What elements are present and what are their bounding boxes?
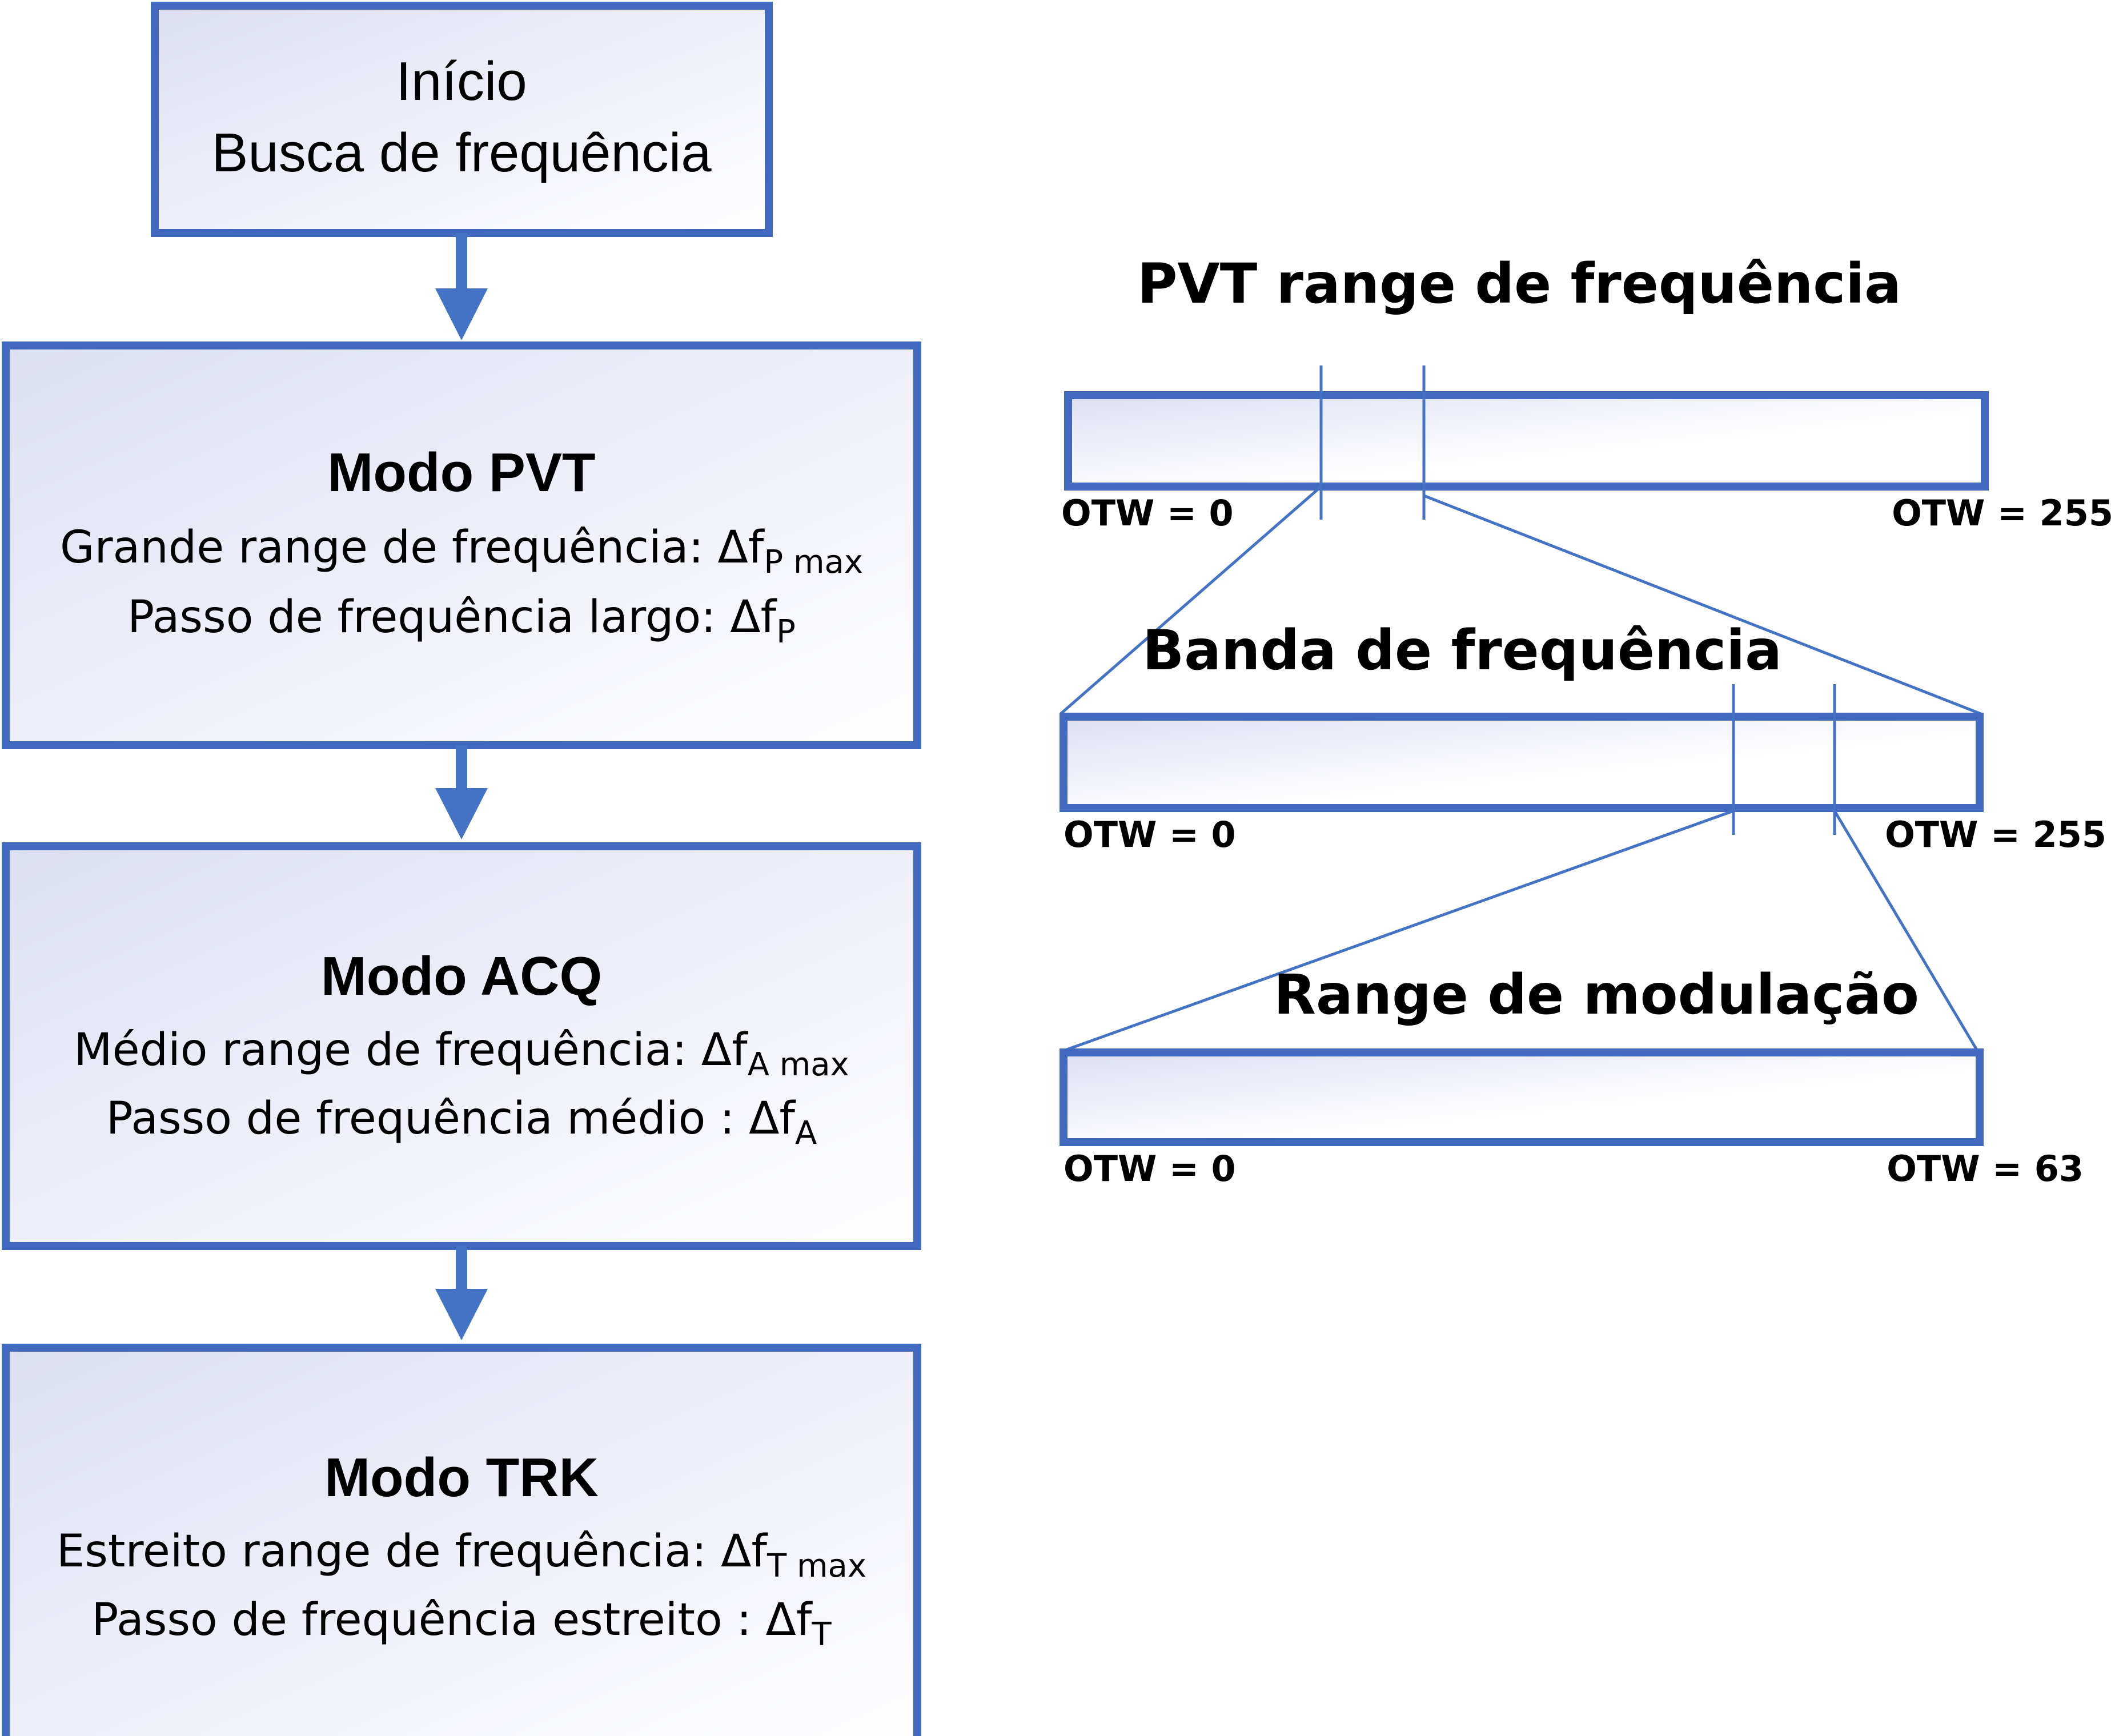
pvt-otw-min-label: OTW = 0 [1061,492,1234,534]
band-otw-min-label: OTW = 0 [1063,814,1236,855]
zoom-lines-pvt-to-band [1060,485,1981,716]
arrow-acq-to-trk [435,1246,488,1340]
pvt-mode-title: Modo PVT [327,442,595,503]
acq-step-line: Passo de frequência médio : ΔfA [106,1093,817,1152]
acq-range-line: Médio range de frequência: ΔfA max [74,1024,849,1083]
pvt-range-title: PVT range de frequência [1137,252,1901,316]
trk-mode-box: Modo TRK Estreito range de frequência: Δ… [2,1344,921,1736]
start-box-line2: Busca de frequência [211,122,712,183]
modulation-bar [1060,1048,1984,1146]
modulation-section: Range de modulação OTW = 0 OTW = 63 [1060,963,2084,1190]
zoom-lines-band-to-mod [1063,809,1979,1052]
trk-range-line: Estreito range de frequência: ΔfT max [57,1526,866,1585]
mod-otw-max-label: OTW = 63 [1887,1148,2084,1190]
trk-step-line: Passo de frequência estreito : ΔfT [91,1594,832,1653]
pvt-range-line: Grande range de frequência: ΔfP max [60,522,863,581]
band-bar [1060,713,1984,812]
band-otw-max-label: OTW = 255 [1885,814,2106,855]
pvt-step-line: Passo de frequência largo: ΔfP [127,592,796,650]
start-box: Início Busca de frequência [151,2,773,237]
acq-mode-title: Modo ACQ [321,946,602,1007]
pvt-otw-max-label: OTW = 255 [1892,492,2113,534]
acq-mode-box: Modo ACQ Médio range de frequência: ΔfA … [2,842,921,1250]
modulation-title: Range de modulação [1274,963,1919,1027]
trk-mode-title: Modo TRK [324,1447,599,1508]
mod-otw-min-label: OTW = 0 [1063,1148,1236,1190]
arrow-pvt-to-acq [435,745,488,839]
arrow-start-to-pvt [435,233,488,340]
pvt-range-bar [1064,391,1989,491]
pvt-range-section: PVT range de frequência OTW = 0 OTW = 25… [1061,252,2113,534]
band-section: Banda de frequência OTW = 0 OTW = 255 [1060,618,2106,855]
pvt-mode-box: Modo PVT Grande range de frequência: ΔfP… [2,341,921,749]
band-title: Banda de frequência [1142,618,1782,682]
start-box-line1: Início [396,51,527,112]
